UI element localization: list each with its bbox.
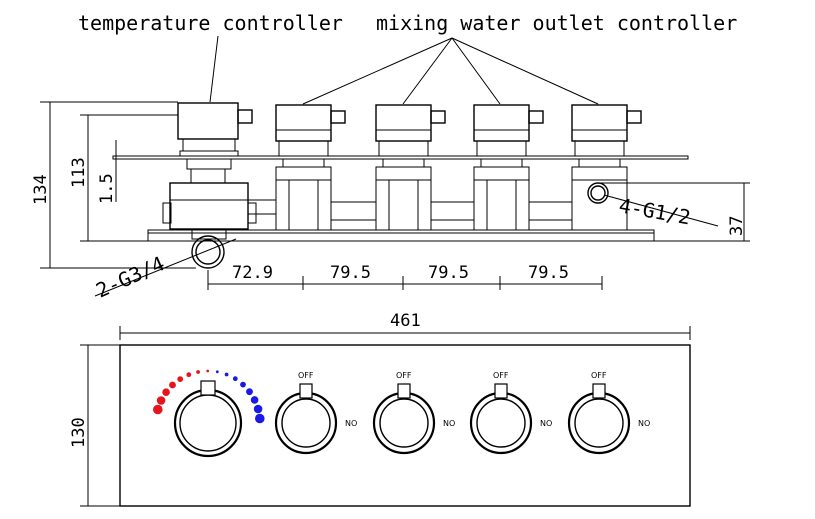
dim-spacing-3-text: 79.5	[528, 263, 569, 283]
dim-spacing-first-text: 72.9	[232, 263, 273, 283]
on-label-4: NO	[638, 419, 650, 428]
off-label-1: OFF	[298, 371, 314, 380]
temp-dot	[153, 404, 163, 415]
port-g1-2-leader	[603, 194, 719, 227]
temp-dot	[196, 370, 201, 374]
dim-plate-height-text: 130	[69, 417, 89, 448]
dim-spacing-2-text: 79.5	[428, 263, 469, 283]
dim-plate-width-text: 461	[390, 311, 421, 331]
temp-dot	[250, 396, 259, 404]
off-label-2: OFF	[396, 371, 412, 380]
dim-plate-height	[80, 344, 120, 507]
outlet-controller-side-4	[571, 104, 642, 231]
outlet-knob-front-3	[469, 383, 533, 455]
on-label-1: NO	[345, 419, 357, 428]
temperature-controller-label: temperature controller	[78, 11, 343, 35]
temp-dot	[246, 388, 253, 396]
dim-total-height-text: 134	[31, 174, 51, 205]
hot-cold-indicator	[153, 369, 265, 424]
off-label-4: OFF	[591, 371, 607, 380]
outlet-controller-side-1	[275, 104, 346, 231]
temp-dot	[215, 370, 219, 374]
temp-dot	[169, 381, 176, 389]
side-view	[112, 102, 689, 269]
dim-body-height	[80, 114, 178, 242]
temperature-controller-side	[162, 102, 257, 240]
dim-plate-thickness-text: 1.5	[97, 173, 117, 204]
dim-plate-width	[119, 326, 691, 340]
dim-spacing-1-text: 79.5	[330, 263, 371, 283]
temp-dot	[224, 372, 229, 377]
dim-port-height-text: 37	[727, 216, 747, 236]
on-label-2: NO	[443, 419, 455, 428]
leader-lines	[209, 35, 599, 105]
temperature-knob-front	[173, 380, 243, 458]
temp-dot	[240, 381, 246, 388]
temp-dot	[177, 376, 184, 382]
temp-dot	[206, 369, 210, 373]
port-g1-2-label: 4-G1/2	[617, 193, 692, 229]
outlet-knob-front-1	[274, 383, 338, 455]
dim-body-height-text: 113	[69, 157, 89, 188]
temp-dot	[232, 376, 238, 382]
outlet-knob-front-4	[567, 383, 631, 455]
temp-dot	[254, 413, 265, 424]
outlet-knob-front-2	[372, 383, 436, 455]
port-g1-2	[587, 182, 609, 204]
front-plate	[119, 344, 691, 507]
temp-dot	[253, 404, 263, 414]
port-g3-4-label: 2-G3/4	[92, 251, 168, 302]
outlet-controller-side-2	[375, 104, 446, 231]
temp-dot	[186, 372, 192, 378]
off-label-3: OFF	[493, 371, 509, 380]
dim-total-height	[40, 101, 196, 269]
temp-dot	[162, 388, 170, 397]
dim-port-height	[598, 182, 750, 242]
outlet-controller-side-3	[473, 104, 544, 231]
dim-spacing-line	[207, 270, 603, 290]
mixing-outlet-controller-label: mixing water outlet controller	[376, 11, 737, 35]
temp-dot	[156, 396, 166, 405]
on-label-3: NO	[540, 419, 552, 428]
port-g3-4	[191, 235, 225, 269]
